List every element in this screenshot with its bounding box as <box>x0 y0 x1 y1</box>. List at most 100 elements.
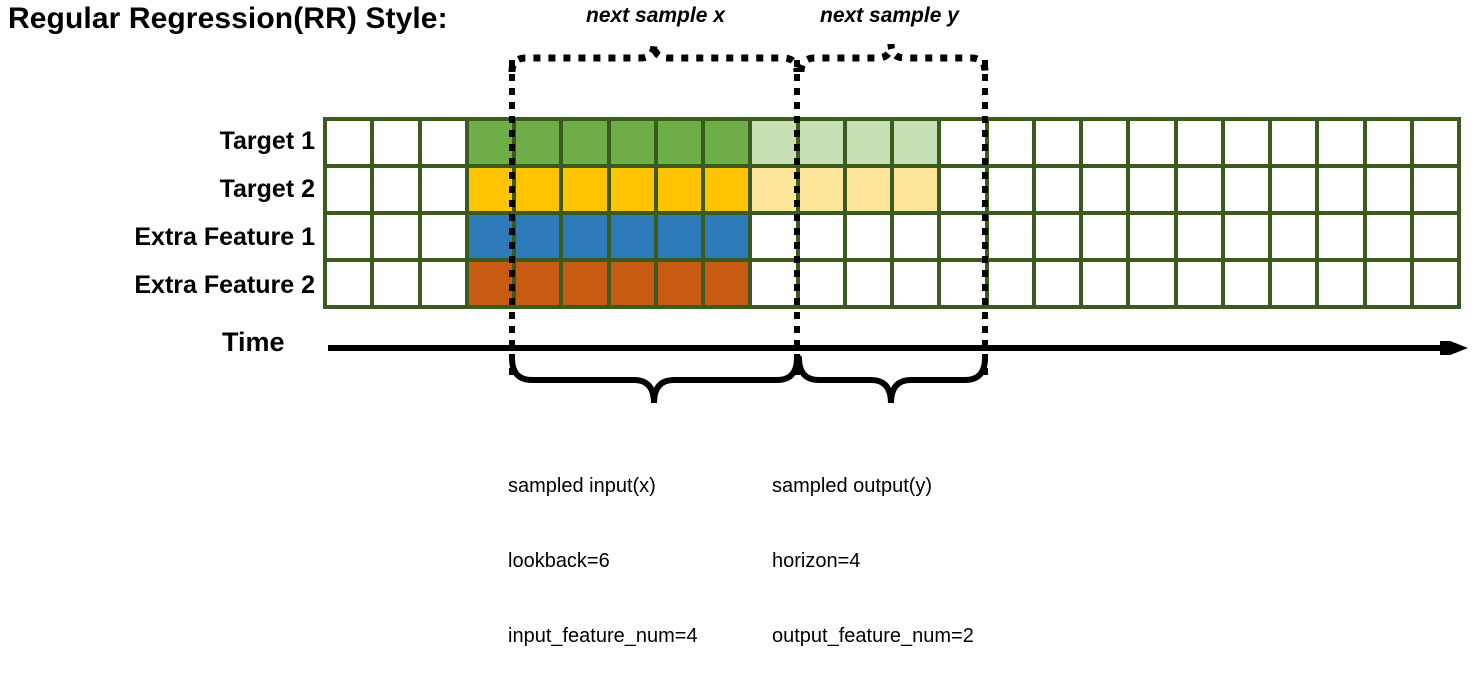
grid-cell <box>1272 215 1316 258</box>
bottom-brace-input-icon <box>509 355 800 404</box>
timeseries-grid <box>323 117 1461 309</box>
grid-cell <box>988 215 1032 258</box>
grid-cell <box>941 215 985 258</box>
grid-cell <box>563 262 607 305</box>
grid-cell <box>894 168 938 211</box>
grid-cell <box>1177 215 1221 258</box>
grid-cell <box>516 215 560 258</box>
grid-cell <box>374 121 418 164</box>
bottom-brace-output-icon <box>796 355 988 404</box>
grid-cell <box>846 262 890 305</box>
next-sample-y-label: next sample y <box>820 4 959 27</box>
grid-cell <box>421 215 465 258</box>
grid-cell <box>421 121 465 164</box>
annotation-sampled-input: sampled input(x) lookback=6 input_featur… <box>508 424 698 699</box>
grid-cell <box>516 262 560 305</box>
grid-cell <box>752 168 796 211</box>
grid-cell <box>1319 168 1363 211</box>
grid-cell <box>374 168 418 211</box>
grid-cell <box>468 121 512 164</box>
grid-cell <box>563 168 607 211</box>
grid-cell <box>657 121 701 164</box>
grid-cell <box>846 121 890 164</box>
grid-cell <box>1319 215 1363 258</box>
grid-cell <box>799 168 843 211</box>
grid-cell <box>610 168 654 211</box>
grid-cell <box>1083 121 1127 164</box>
grid-cell <box>1035 262 1079 305</box>
grid-cell <box>1413 121 1457 164</box>
grid-cell <box>705 215 749 258</box>
row-label-extra-feature-1: Extra Feature 1 <box>134 223 315 251</box>
grid-cell <box>468 168 512 211</box>
grid-cell <box>1035 168 1079 211</box>
annotation-input-feature-num: input_feature_num=4 <box>508 625 698 647</box>
grid-cell <box>1319 262 1363 305</box>
grid-cell <box>1413 215 1457 258</box>
grid-cell <box>1272 121 1316 164</box>
grid-cell <box>1130 262 1174 305</box>
annotation-input-lookback: lookback=6 <box>508 550 610 572</box>
grid-cell <box>1130 121 1174 164</box>
grid-cell <box>1272 168 1316 211</box>
top-brace-dotted-x <box>508 43 801 73</box>
annotation-output-horizon: horizon=4 <box>772 550 861 572</box>
grid-cell <box>846 168 890 211</box>
grid-cell <box>327 215 371 258</box>
grid-cell <box>941 168 985 211</box>
grid-cell <box>1177 121 1221 164</box>
grid-cell <box>468 262 512 305</box>
grid-cell <box>988 262 1032 305</box>
grid-cell <box>1366 262 1410 305</box>
grid-cell <box>374 262 418 305</box>
grid-cell <box>988 168 1032 211</box>
grid-cell <box>516 121 560 164</box>
row-label-target-2: Target 2 <box>219 175 315 203</box>
grid-cell <box>752 215 796 258</box>
grid-cell <box>799 262 843 305</box>
grid-cell <box>705 121 749 164</box>
annotation-output-feature-num: output_feature_num=2 <box>772 625 974 647</box>
grid-cell <box>327 168 371 211</box>
grid-cell <box>1366 215 1410 258</box>
grid-cell <box>563 215 607 258</box>
grid-cell <box>1224 262 1268 305</box>
grid-cell <box>799 121 843 164</box>
row-label-target-1: Target 1 <box>219 127 315 155</box>
grid-cell <box>705 262 749 305</box>
time-axis-label: Time <box>222 327 285 357</box>
grid-cell <box>752 121 796 164</box>
grid-cell <box>1130 215 1174 258</box>
grid-cell <box>1083 262 1127 305</box>
annotation-output-title: sampled output(y) <box>772 475 933 497</box>
grid-cell <box>1413 262 1457 305</box>
grid-cell <box>657 168 701 211</box>
grid-cell <box>705 168 749 211</box>
grid-cell <box>374 215 418 258</box>
grid-cell <box>1035 121 1079 164</box>
grid-cell <box>941 121 985 164</box>
grid-cell <box>941 262 985 305</box>
grid-cell <box>1177 262 1221 305</box>
time-arrow-icon <box>328 341 1468 355</box>
grid-cell <box>1272 262 1316 305</box>
grid-cell <box>752 262 796 305</box>
annotation-sampled-output: sampled output(y) horizon=4 output_featu… <box>772 424 974 699</box>
grid-cell <box>1366 121 1410 164</box>
grid-cell <box>610 262 654 305</box>
diagram-canvas: Regular Regression(RR) Style: next sampl… <box>8 2 1468 647</box>
grid-cell <box>1035 215 1079 258</box>
grid-cell <box>894 262 938 305</box>
grid-cell <box>846 215 890 258</box>
row-label-extra-feature-2: Extra Feature 2 <box>134 271 315 299</box>
grid-cell <box>327 121 371 164</box>
grid-cell <box>610 215 654 258</box>
grid-cell <box>516 168 560 211</box>
grid-cell <box>421 262 465 305</box>
grid-cell <box>657 215 701 258</box>
grid-cell <box>657 262 701 305</box>
grid-cell <box>1177 168 1221 211</box>
grid-cell <box>1224 168 1268 211</box>
grid-cell <box>1366 168 1410 211</box>
grid-cell <box>1224 121 1268 164</box>
